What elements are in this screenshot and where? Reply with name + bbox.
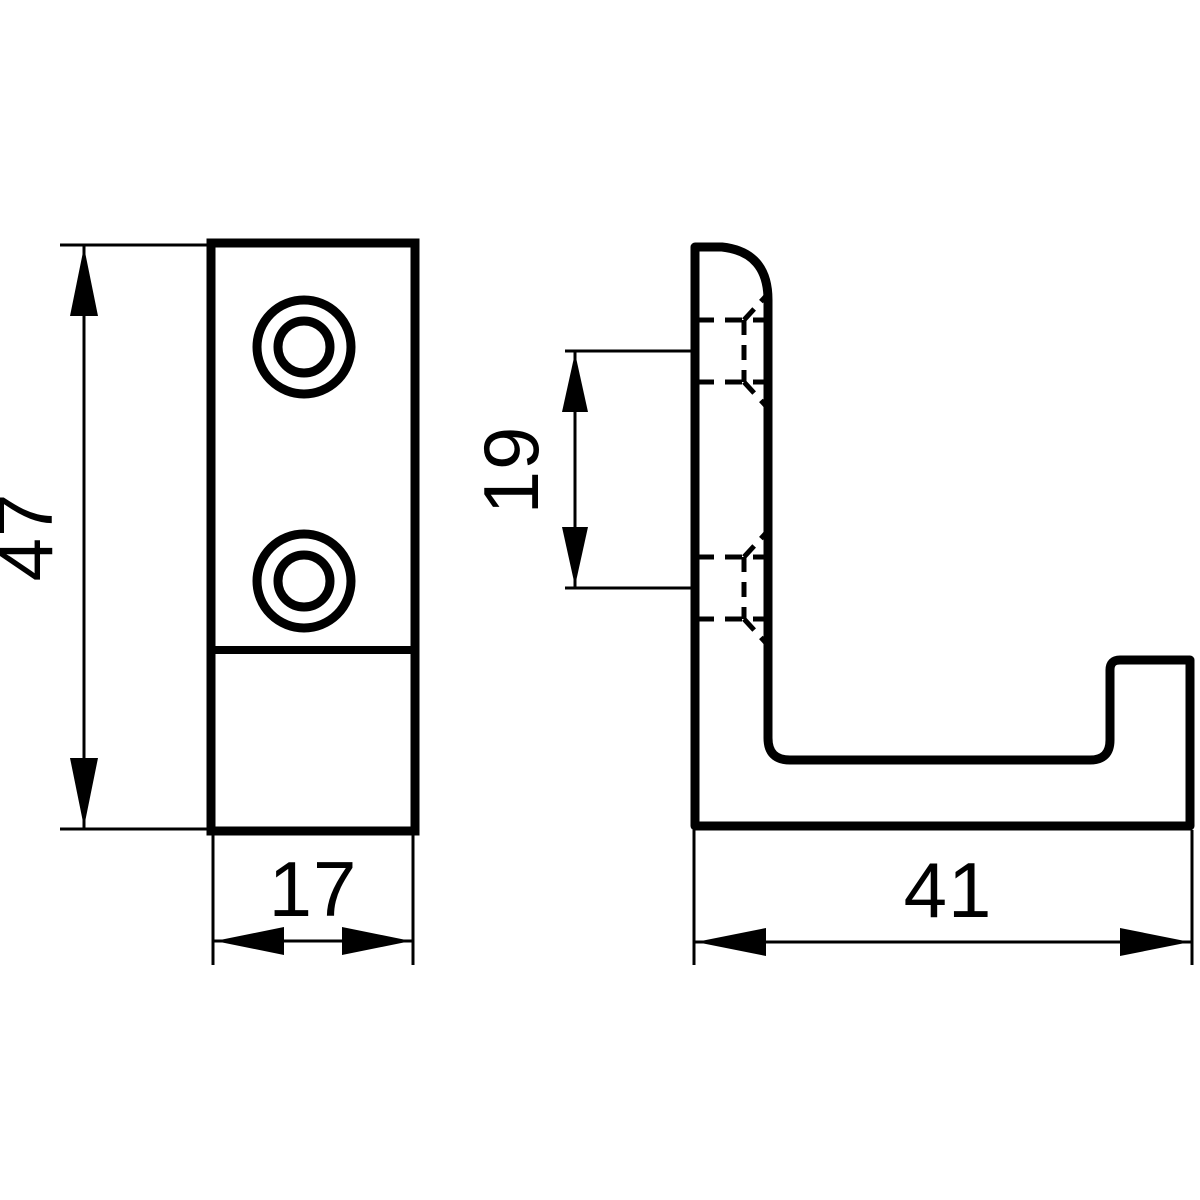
dimension-41-arrow-right	[1120, 928, 1190, 956]
dimension-41-arrow-left	[696, 928, 766, 956]
hidden-line-upper-chamfer-bottom	[742, 380, 768, 408]
countersink-outer-circle-upper	[252, 295, 356, 399]
front-view-plate-outline	[206, 238, 420, 836]
countersink-inner-circle-lower	[273, 550, 335, 612]
dimension-41-label: 41	[904, 846, 993, 934]
dimension-19: 19	[467, 349, 693, 590]
hidden-countersink-lower	[697, 531, 768, 645]
dimension-17-arrow-right	[342, 927, 411, 955]
dimension-41: 41	[692, 830, 1194, 965]
dimension-47-arrow-bottom	[70, 758, 98, 827]
countersink-outer-circle-lower	[252, 529, 356, 633]
side-view	[690, 242, 1195, 831]
dimension-19-arrow-top	[562, 353, 588, 412]
dimension-47: 47	[0, 243, 213, 831]
countersink-inner-circle-upper	[273, 316, 335, 378]
dimension-17-label: 17	[269, 845, 358, 933]
hidden-line-lower-chamfer-top	[742, 531, 768, 559]
dimension-19-label: 19	[467, 426, 555, 515]
countersunk-hole-upper	[252, 295, 356, 399]
dimension-19-arrow-bottom	[562, 527, 588, 586]
hidden-countersink-upper	[697, 294, 768, 408]
dimension-17: 17	[211, 833, 415, 965]
hidden-line-upper-chamfer-top	[742, 294, 768, 322]
front-view	[206, 238, 420, 836]
dimension-47-label: 47	[0, 493, 69, 582]
hidden-line-lower-chamfer-bottom	[742, 617, 768, 645]
side-view-hook-outline	[690, 242, 1195, 831]
countersunk-hole-lower	[252, 529, 356, 633]
dimension-17-arrow-left	[215, 927, 284, 955]
dimension-47-arrow-top	[70, 247, 98, 316]
